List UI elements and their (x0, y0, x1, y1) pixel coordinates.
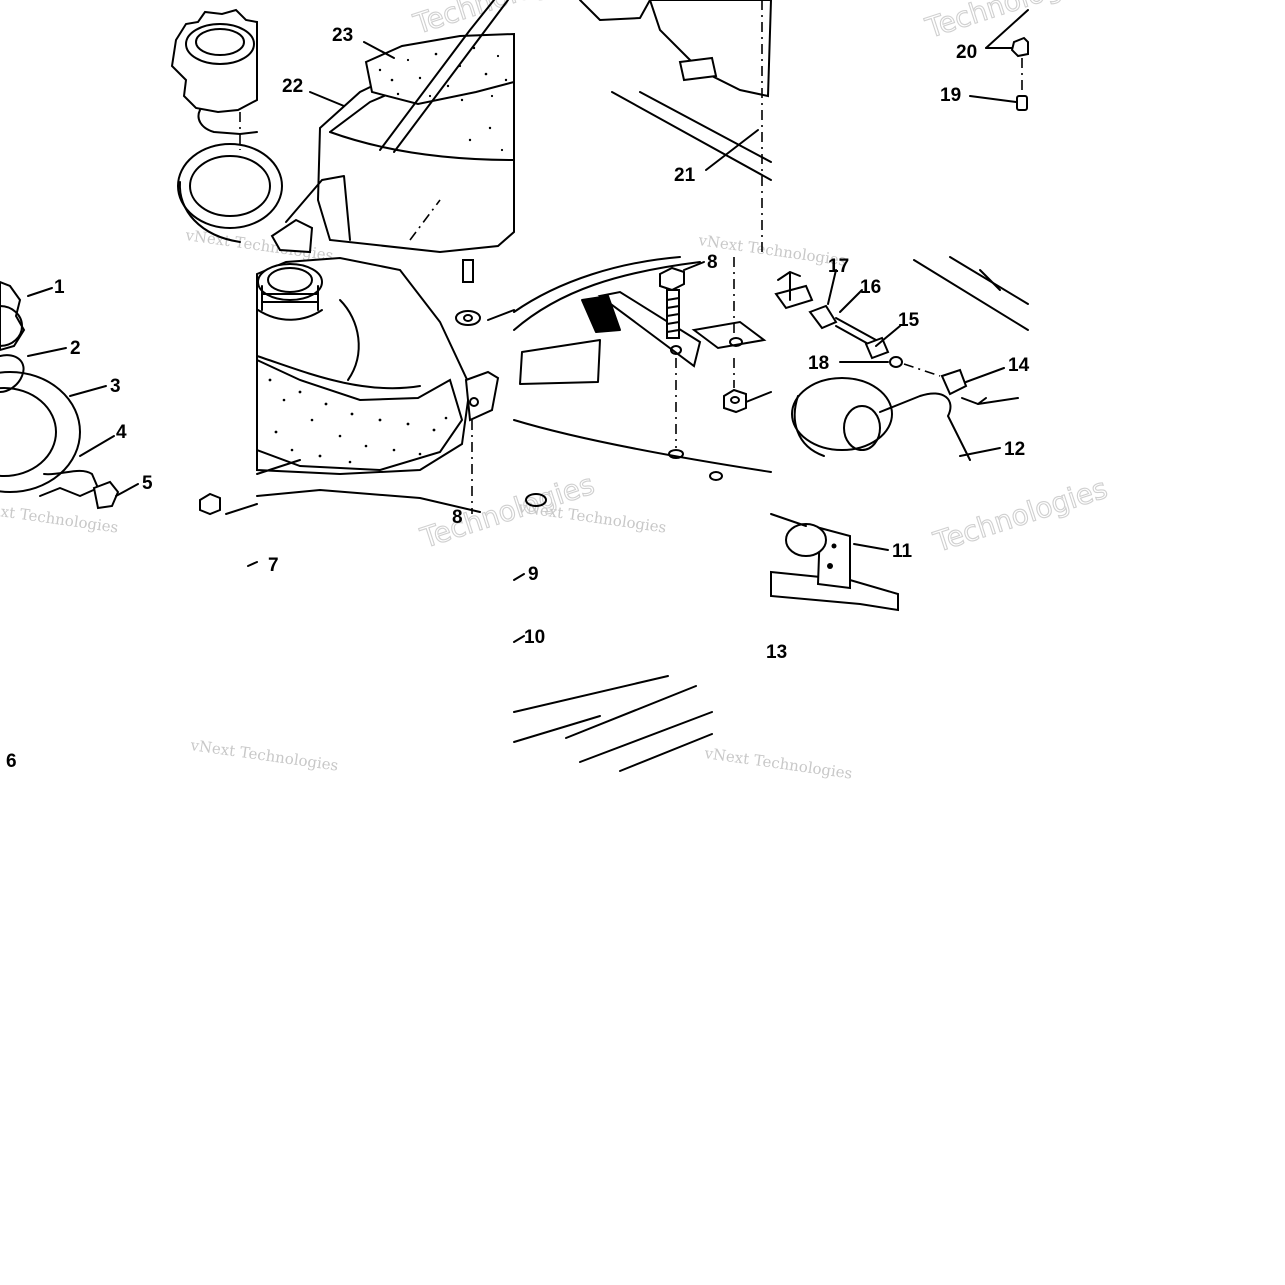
callout-10: 10 (524, 627, 545, 648)
callout-17: 17 (828, 256, 849, 277)
callout-23: 23 (332, 25, 353, 46)
fuel-cap-upper (170, 8, 283, 243)
watermark-vnext-2: vNext Technologies (696, 231, 847, 270)
callout-6: 6 (6, 751, 17, 772)
callout-8-bolt: 8 (707, 252, 718, 273)
callout-11: 11 (892, 541, 913, 562)
watermark-vnext-3: vNext Technologies (188, 736, 339, 775)
leader-lines (27, 41, 1019, 551)
callout-22: 22 (282, 76, 303, 97)
callout-9: 9 (528, 564, 539, 585)
fuel-tank-upper (270, 0, 515, 254)
callout-3: 3 (110, 376, 121, 397)
callout-8-tank: 8 (452, 507, 463, 528)
watermark-vnext-6: vNext Technologies (516, 498, 667, 537)
frame-clamp (770, 513, 899, 612)
lower-left-fragment (247, 561, 258, 567)
callout-1: 1 (54, 277, 65, 298)
watermark-layer: Technologies Technologies Technologies T… (0, 0, 1112, 783)
callout-4: 4 (116, 422, 127, 443)
callout-12: 12 (1004, 439, 1025, 460)
callout-15: 15 (898, 310, 920, 331)
callout-18: 18 (808, 353, 829, 374)
callout-2: 2 (70, 338, 81, 359)
callout-7: 7 (268, 555, 279, 576)
callout-5: 5 (142, 473, 153, 494)
callout-14: 14 (1008, 355, 1030, 376)
frame-rails (513, 573, 713, 772)
callout-20: 20 (956, 42, 977, 63)
watermark-technologies-4: Technologies (929, 472, 1111, 559)
fuel-cap-assembly (0, 280, 258, 516)
fuel-tank-body (256, 256, 500, 514)
screw-nut-assembly (985, 9, 1029, 111)
watermark-vnext-4: vNext Technologies (702, 744, 853, 783)
watermark-technologies-2: Technologies (921, 0, 1103, 45)
foam-texture-lower (268, 378, 448, 464)
fuel-tank-lower (579, 0, 773, 257)
callout-19: 19 (940, 85, 961, 106)
fuel-valve-assembly (774, 256, 1029, 461)
mounting-bracket (513, 256, 772, 507)
callout-21: 21 (674, 165, 696, 186)
callout-labels: 1 2 3 4 5 6 7 8 8 9 10 11 12 13 14 15 16… (6, 25, 1030, 772)
callout-13: 13 (766, 642, 787, 663)
callout-16: 16 (860, 277, 881, 298)
